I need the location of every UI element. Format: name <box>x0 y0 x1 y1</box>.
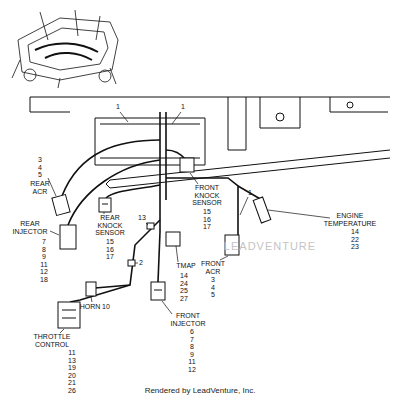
footer-note: Rendered by LeadVenture, Inc. <box>145 387 256 395</box>
part-name: REAR INJECTOR <box>13 220 48 235</box>
callout-number: 1 <box>116 103 120 111</box>
part-name: THROTTLE CONTROL <box>34 333 71 348</box>
callout-number: 2 <box>139 259 143 267</box>
part-name: FRONT KNOCK SENSOR <box>192 184 222 207</box>
part-name: REAR ACR <box>30 180 49 195</box>
callout-number: 13 <box>138 214 146 222</box>
callout-number: 3 4 5 <box>211 276 215 299</box>
watermark: LEADVENTURE <box>224 243 316 251</box>
callout-number: 1 <box>248 189 252 197</box>
part-name: ENGINE TEMPERATURE <box>324 212 376 227</box>
callout-number: 10 <box>102 303 110 311</box>
part-name: FRONT INJECTOR <box>171 312 206 327</box>
part-name: REAR KNOCK SENSOR <box>95 214 125 237</box>
harness-wires <box>62 112 262 302</box>
part-name: TMAP <box>176 262 195 270</box>
frame-structure <box>30 97 390 188</box>
part-name: HORN <box>80 303 101 311</box>
leader-lines <box>48 112 330 333</box>
callout-number: 1 <box>181 103 185 111</box>
part-name: FRONT ACR <box>201 260 225 275</box>
callout-number: 6 7 8 9 11 12 <box>188 328 196 373</box>
callout-number: 14 24 25 27 <box>180 272 188 302</box>
callout-number: 15 16 17 <box>203 208 211 231</box>
inset-frame-view <box>12 10 118 88</box>
callout-number: 15 16 17 <box>106 238 114 261</box>
callout-number: 7 8 9 11 12 18 <box>40 238 48 283</box>
callout-number: 14 22 23 <box>351 228 359 251</box>
callout-number: 11 13 19 20 21 26 <box>68 349 76 394</box>
callout-number: 3 4 5 <box>38 156 42 179</box>
